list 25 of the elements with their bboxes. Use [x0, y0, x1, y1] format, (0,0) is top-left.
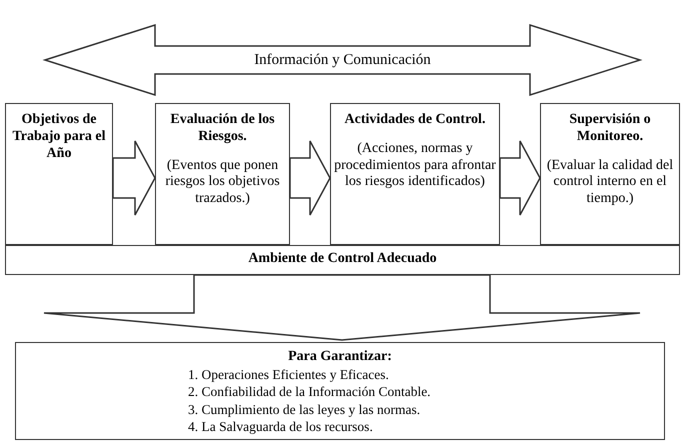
list-item: 4. La Salvaguarda de los recursos.	[187, 418, 374, 436]
bar-label: Ambiente de Control Adecuado	[247, 251, 438, 268]
box-description: (Evaluar la calidad del control interno en el tiempo.)	[546, 158, 674, 208]
arrow-label: Información y Comunicación	[253, 51, 432, 69]
list-item: 1. Operaciones Eficientes y Eficaces.	[187, 366, 390, 384]
block-arrow	[112, 140, 156, 216]
process-box	[5, 103, 113, 245]
box-heading: Evaluación de los Riesgos.	[169, 112, 276, 146]
block-arrow	[289, 140, 331, 216]
list-item: 3. Cumplimiento de las leyes y las normas.	[187, 400, 422, 418]
block-arrow	[499, 140, 541, 216]
process-box	[155, 103, 290, 245]
goals-box	[15, 342, 665, 440]
box-heading: Para Garantizar:	[287, 349, 393, 366]
process-box	[5, 245, 680, 275]
list-item: 2. Confiabilidad de la Información Contable.	[187, 383, 432, 401]
double-arrow-shape	[45, 25, 640, 95]
process-box	[330, 103, 500, 245]
box-heading: Supervisión o Monitoreo.	[568, 112, 652, 146]
box-heading: Actividades de Control.	[344, 112, 486, 129]
block-arrow	[43, 274, 641, 341]
process-box	[540, 103, 680, 245]
box-description: (Eventos que ponen riesgos los objetivos trazados.)	[164, 158, 281, 208]
box-heading: Objetivos de Trabajo para el Año	[11, 112, 107, 162]
box-description: (Acciones, normas y procedimientos para afrontar los riesgos identificados)	[333, 140, 497, 192]
